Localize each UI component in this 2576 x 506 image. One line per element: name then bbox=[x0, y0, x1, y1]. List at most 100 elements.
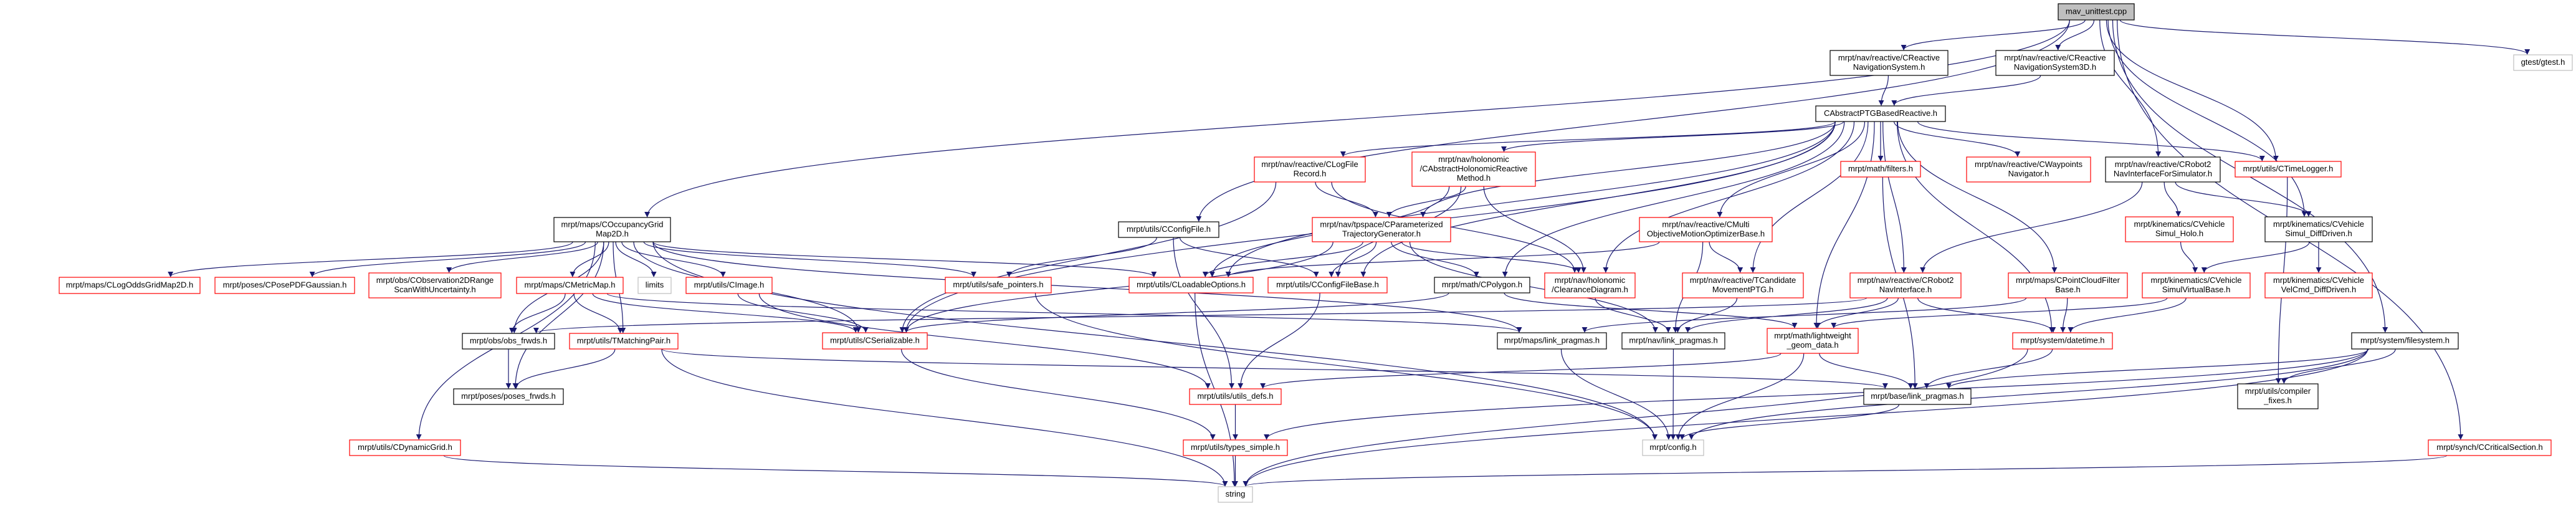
edge-baselp-to-config bbox=[1679, 404, 1900, 440]
node-configfile[interactable]: mrpt/utils/CConfigFile.h bbox=[1118, 221, 1219, 238]
node-box bbox=[462, 333, 555, 350]
node-label: mrpt/system/filesystem.h bbox=[2360, 336, 2450, 345]
node-box bbox=[1267, 277, 1388, 294]
node-utilsdefs[interactable]: mrpt/utils/utils_defs.h bbox=[1189, 388, 1282, 405]
node-cfgbase[interactable]: mrpt/utils/CConfigFileBase.h bbox=[1267, 277, 1388, 294]
node-timelogger[interactable]: mrpt/utils/CTimeLogger.h bbox=[2235, 161, 2342, 178]
node-filters[interactable]: mrpt/math/filters.h bbox=[1840, 161, 1921, 178]
node-limits[interactable]: limits bbox=[637, 277, 672, 294]
edge-ptgbased-to-loadable bbox=[1225, 121, 1836, 277]
node-label: mrpt/utils/types_simple.h bbox=[1191, 442, 1280, 452]
node-r2sim[interactable]: mrpt/nav/reactive/CRobot2NavInterfaceFor… bbox=[2105, 156, 2221, 183]
edge-tcand-to-navlp bbox=[1674, 297, 1738, 333]
node-clearance[interactable]: mrpt/nav/holonomic/ClearanceDiagram.h bbox=[1544, 272, 1636, 298]
edge-ptg-to-loadable bbox=[1202, 241, 1363, 277]
node-box bbox=[1621, 332, 1725, 350]
node-box bbox=[637, 277, 672, 294]
node-rns[interactable]: mrpt/nav/reactive/CReactiveNavigationSys… bbox=[1829, 50, 1949, 76]
edge-ptgbased-to-polygon bbox=[1502, 121, 1845, 277]
node-dyngrid[interactable]: mrpt/utils/CDynamicGrid.h bbox=[349, 439, 461, 456]
node-label: mrpt/nav/reactive/CMulti bbox=[1662, 220, 1749, 229]
edge-cimage-to-utilsdefs bbox=[758, 293, 1211, 389]
node-label: mrpt/nav/reactive/CWaypoints bbox=[1975, 160, 2082, 169]
node-rns3d[interactable]: mrpt/nav/reactive/CReactiveNavigationSys… bbox=[1995, 50, 2115, 76]
node-compfix[interactable]: mrpt/utils/compiler_fixes.h bbox=[2237, 383, 2319, 409]
node-string[interactable]: string bbox=[1218, 486, 1253, 503]
node-velcmd[interactable]: mrpt/kinematics/CVehicleVelCmd_DiffDrive… bbox=[2264, 272, 2373, 298]
node-virtbase[interactable]: mrpt/kinematics/CVehicleSimulVirtualBase… bbox=[2142, 272, 2251, 298]
node-label: gtest/gtest.h bbox=[2521, 57, 2565, 67]
node-label: SimulVirtualBase.h bbox=[2162, 285, 2231, 294]
node-box bbox=[2264, 272, 2373, 298]
edge-filesystem-to-string bbox=[1243, 348, 2368, 487]
node-box bbox=[1411, 151, 1536, 187]
node-label: mrpt/utils/CLoadableOptions.h bbox=[1137, 280, 1246, 289]
edge-root-to-gtest bbox=[2119, 19, 2531, 55]
node-holo[interactable]: mrpt/nav/holonomic/CAbstractHolonomicRea… bbox=[1411, 151, 1536, 187]
node-safeptr[interactable]: mrpt/utils/safe_pointers.h bbox=[945, 277, 1052, 294]
node-cimage[interactable]: mrpt/utils/CImage.h bbox=[685, 277, 773, 294]
node-label: Method.h bbox=[1457, 173, 1491, 183]
node-box bbox=[553, 217, 671, 242]
edge-ptg-to-clearance bbox=[1401, 241, 1581, 273]
node-label: mrpt/nav/reactive/CLogFile bbox=[1261, 160, 1358, 169]
edge-polygon-to-serial bbox=[904, 292, 1449, 333]
node-ptgbased[interactable]: CAbstractPTGBasedReactive.h bbox=[1815, 105, 1946, 122]
edge-pcfilter-to-datetime bbox=[2060, 297, 2068, 333]
node-navlp[interactable]: mrpt/nav/link_pragmas.h bbox=[1621, 332, 1725, 350]
node-box bbox=[59, 277, 201, 294]
node-config[interactable]: mrpt/config.h bbox=[1642, 439, 1704, 456]
node-label: Base.h bbox=[2055, 285, 2080, 294]
node-tmatch[interactable]: mrpt/utils/TMatchingPair.h bbox=[569, 333, 679, 350]
node-obsfrwds[interactable]: mrpt/obs/obs_frwds.h bbox=[462, 333, 555, 350]
node-box bbox=[1815, 105, 1946, 122]
node-box bbox=[214, 277, 355, 294]
node-box bbox=[1218, 486, 1253, 503]
node-simdiff[interactable]: mrpt/kinematics/CVehicleSimul_DiffDriven… bbox=[2264, 216, 2373, 242]
edge-cfgbase-to-utilsdefs bbox=[1238, 292, 1320, 389]
node-ptg[interactable]: mrpt/nav/tpspace/CParameterizedTrajector… bbox=[1312, 217, 1451, 242]
node-box bbox=[2513, 54, 2573, 71]
edge-holo-to-ptg bbox=[1386, 186, 1466, 217]
node-root[interactable]: mav_unittest.cpp bbox=[2058, 3, 2135, 21]
node-loadable[interactable]: mrpt/utils/CLoadableOptions.h bbox=[1128, 277, 1254, 294]
node-layer: mav_unittest.cpp mrpt/nav/reactive/CReact… bbox=[59, 3, 2573, 503]
node-typessimple[interactable]: mrpt/utils/types_simple.h bbox=[1183, 439, 1288, 456]
node-datetime[interactable]: mrpt/system/datetime.h bbox=[2012, 332, 2113, 350]
node-logodds[interactable]: mrpt/maps/CLogOddsGridMap2D.h bbox=[59, 277, 201, 294]
edge-tmatch-to-string bbox=[661, 348, 1228, 487]
node-critsec[interactable]: mrpt/synch/CCriticalSection.h bbox=[2428, 439, 2552, 456]
node-gtest[interactable]: gtest/gtest.h bbox=[2513, 54, 2573, 71]
node-box bbox=[2235, 161, 2342, 178]
node-label: mrpt/base/link_pragmas.h bbox=[1871, 391, 1964, 401]
node-label: Map2D.h bbox=[596, 229, 629, 239]
node-tcand[interactable]: mrpt/nav/reactive/TCandidateMovementPTG.… bbox=[1682, 272, 1804, 298]
node-box bbox=[822, 332, 928, 350]
node-label: NavInterfaceForSimulator.h bbox=[2114, 169, 2212, 178]
edge-configfile-to-cfgbase bbox=[1179, 237, 1319, 277]
node-filesystem[interactable]: mrpt/system/filesystem.h bbox=[2351, 332, 2459, 350]
edge-pcfilter-to-mapslp bbox=[1581, 297, 2027, 333]
node-multi[interactable]: mrpt/nav/reactive/CMultiObjectiveMotionO… bbox=[1639, 217, 1773, 242]
edge-ptgbased-to-clearance bbox=[1603, 121, 1855, 273]
node-posesfrwds[interactable]: mrpt/poses/poses_frwds.h bbox=[453, 388, 564, 405]
node-baselp[interactable]: mrpt/base/link_pragmas.h bbox=[1863, 388, 1972, 405]
node-polygon[interactable]: mrpt/math/CPolygon.h bbox=[1434, 277, 1530, 294]
edge-ptgbased-to-logfile bbox=[1340, 121, 1836, 157]
node-mapslp[interactable]: mrpt/maps/link_pragmas.h bbox=[1497, 332, 1607, 350]
node-box bbox=[685, 277, 773, 294]
node-box bbox=[2264, 216, 2373, 242]
node-metricmap[interactable]: mrpt/maps/CMetricMap.h bbox=[516, 277, 624, 294]
node-obs2d[interactable]: mrpt/obs/CObservation2DRangeScanWithUnce… bbox=[368, 272, 502, 298]
node-posepdf[interactable]: mrpt/poses/CPosePDFGaussian.h bbox=[214, 277, 355, 294]
edge-ogrid-to-posesfrwds bbox=[512, 241, 604, 389]
node-serial[interactable]: mrpt/utils/CSerializable.h bbox=[822, 332, 928, 350]
node-lwgeom[interactable]: mrpt/math/lightweight_geom_data.h bbox=[1767, 328, 1859, 354]
